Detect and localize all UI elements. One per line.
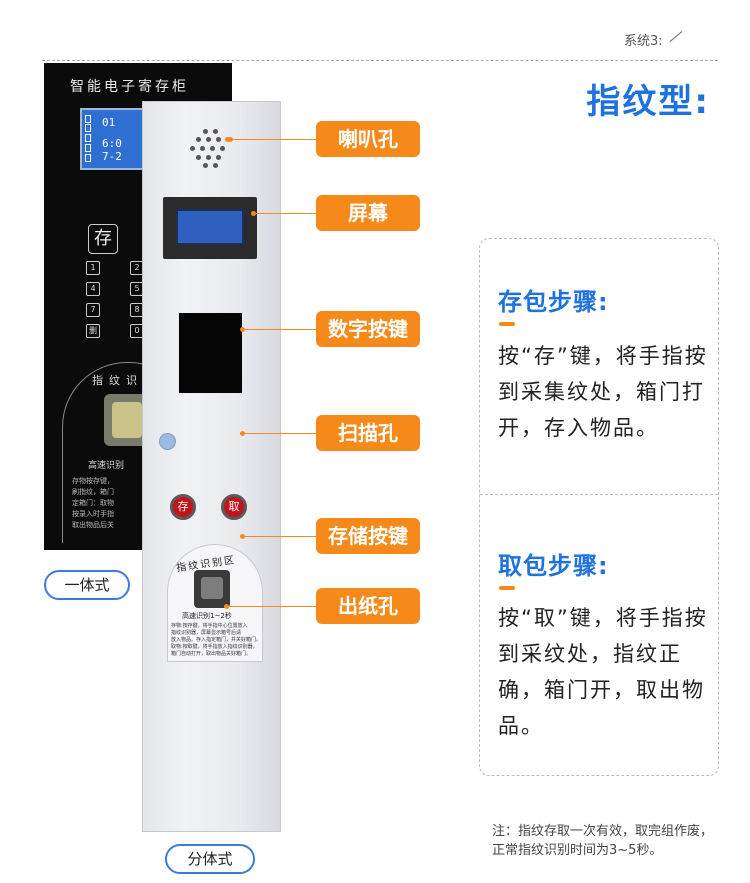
callout-leader [244, 433, 316, 434]
screen-line: 7-2 [102, 150, 122, 163]
instruction-line: 箱门自动打开，取出物品关好箱门。 [171, 651, 252, 657]
top-divider [42, 60, 718, 61]
instruction-line: 指纹识别器，屏幕显示箱号后请 [171, 630, 242, 636]
callout-dot [240, 534, 245, 539]
callout-dot [240, 327, 245, 332]
instruction-line: 存物按存键， [72, 477, 114, 485]
instruction-line: 放入物品。存入指定箱门，并关好箱门。 [171, 637, 262, 643]
callout-scanner: 扫描孔 [316, 415, 420, 451]
callout-screen: 屏幕 [316, 195, 420, 231]
instruction-line: 取出物品后关 [72, 521, 114, 529]
cabinet-lcd-screen: 01 6:0 7-2 [80, 108, 150, 170]
footnote: 注：指纹存取一次有效，取完组作废，正常指纹识别时间为3~5秒。 [492, 824, 714, 858]
scan-hole-icon [159, 433, 176, 450]
callout-paper-out: 出纸孔 [316, 588, 420, 624]
fingerprint-pad [112, 402, 142, 438]
slash-decoration [669, 30, 683, 43]
instruction-line: 取物:按取键，将手指放入指纹识别器， [171, 644, 258, 650]
instruction-line: 刷指纹，箱门 [72, 488, 114, 496]
callout-leader [232, 139, 316, 140]
store-steps-title: 存包步骤: [498, 288, 609, 316]
title-underline [499, 586, 515, 590]
callout-leader [244, 329, 316, 330]
callout-dot [251, 211, 256, 216]
steps-panel [479, 238, 719, 776]
instruction-line: 按录入时手指 [72, 510, 114, 518]
steps-divider [480, 494, 718, 495]
page-title: 指纹型: [586, 82, 710, 122]
keypad-panel [179, 313, 242, 393]
keypad-key: 删 [86, 324, 100, 338]
cabinet-brand-title: 智能电子寄存柜 [70, 79, 189, 95]
callout-leader [255, 213, 316, 214]
screen-line: 01 [102, 116, 116, 129]
store-key-icon: 存 [88, 224, 118, 254]
all-in-one-label: 一体式 [44, 570, 130, 600]
keypad-key: 4 [86, 282, 100, 296]
speaker-grille-icon [188, 127, 232, 169]
keypad-key: 7 [86, 303, 100, 317]
fingerprint-pad [201, 577, 223, 599]
callout-leader [244, 536, 316, 537]
callout-leader [228, 606, 316, 607]
callout-dot [224, 604, 229, 609]
instruction-line: 存物:按存键，将手指中心位置放入 [171, 623, 248, 629]
instruction-line: 定箱门：取物 [72, 499, 114, 507]
take-steps-title: 取包步骤: [498, 552, 609, 580]
split-label: 分体式 [165, 844, 255, 874]
store-steps-text: 按“存”键，将手指按到采集纹处，箱门打开，存入物品。 [498, 344, 708, 440]
store-button: 存 [170, 494, 196, 520]
fingerprint-speed-label: 高速识别 [88, 461, 125, 471]
take-steps-text: 按“取”键，将手指按到采纹处，指纹正确，箱门开，取出物品。 [498, 606, 708, 738]
system-label: 系统3: [624, 34, 663, 49]
take-button: 取 [221, 494, 247, 520]
callout-speaker: 喇叭孔 [316, 121, 420, 157]
callout-storage-buttons: 存储按键 [316, 518, 420, 554]
keypad-key: 1 [86, 261, 100, 275]
callout-dot [240, 431, 245, 436]
fingerprint-speed-label: 高速识别1~2秒 [182, 612, 232, 620]
title-underline [499, 322, 515, 326]
callout-dot [228, 137, 233, 142]
callout-keypad: 数字按键 [316, 311, 420, 347]
screen-line: 6:0 [102, 137, 122, 150]
lcd-display [176, 209, 244, 245]
fingerprint-label: 指纹识 [92, 374, 143, 387]
